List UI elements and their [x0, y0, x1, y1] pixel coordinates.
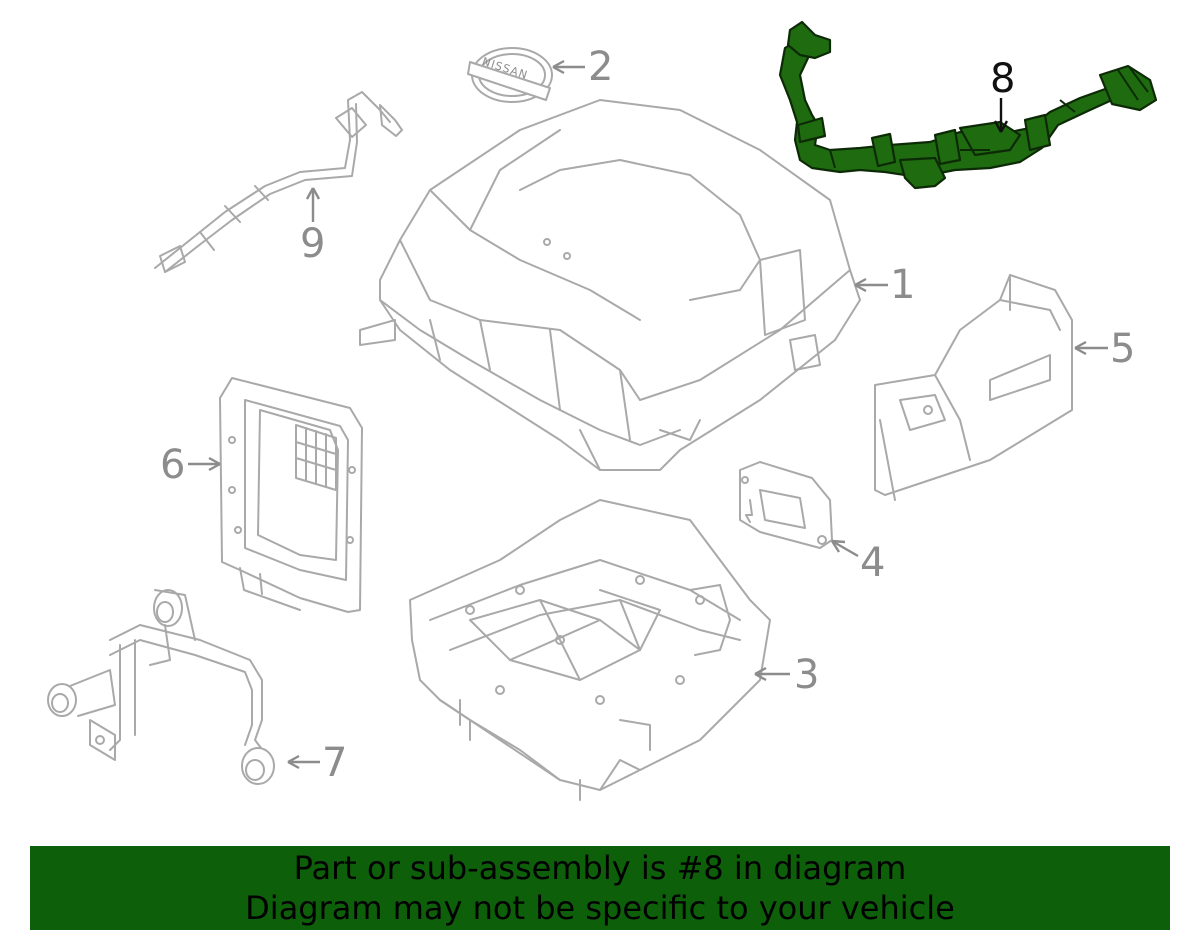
callout-label-9: 9 [300, 221, 325, 267]
callout-label-2: 2 [588, 44, 613, 90]
info-banner: Part or sub-assembly is #8 in diagram Di… [30, 846, 1170, 930]
part-1-housing [359, 99, 861, 471]
callout-label-6: 6 [160, 442, 185, 488]
part-2-badge: NISSAN [467, 47, 553, 103]
part-9-hose [154, 91, 403, 273]
part-3-lower-inverter [409, 499, 771, 801]
callout-label-7: 7 [322, 740, 347, 786]
callout-4: 4 [830, 539, 885, 586]
banner-line-1: Part or sub-assembly is #8 in diagram [293, 849, 907, 887]
part-7-bracket [47, 589, 275, 785]
callout-5: 5 [1074, 326, 1135, 372]
callout-label-5: 5 [1110, 326, 1135, 372]
part-5-shield [874, 274, 1073, 501]
callout-3: 3 [754, 652, 819, 698]
parts-diagram: NISSAN [47, 20, 1158, 801]
callout-label-8: 8 [990, 56, 1015, 102]
callout-9: 9 [300, 187, 325, 267]
callout-label-1: 1 [890, 262, 915, 308]
callout-8: 8 [990, 56, 1015, 133]
banner-line-2: Diagram may not be specific to your vehi… [245, 889, 955, 927]
callout-2: 2 [552, 44, 613, 90]
part-8-harness [778, 20, 1158, 190]
callout-label-4: 4 [860, 540, 885, 586]
callout-6: 6 [160, 442, 221, 488]
part-4-plate [739, 461, 833, 549]
callout-7: 7 [287, 740, 347, 786]
callout-1: 1 [854, 262, 915, 308]
part-6-cover [219, 377, 363, 613]
callout-label-3: 3 [794, 652, 819, 698]
